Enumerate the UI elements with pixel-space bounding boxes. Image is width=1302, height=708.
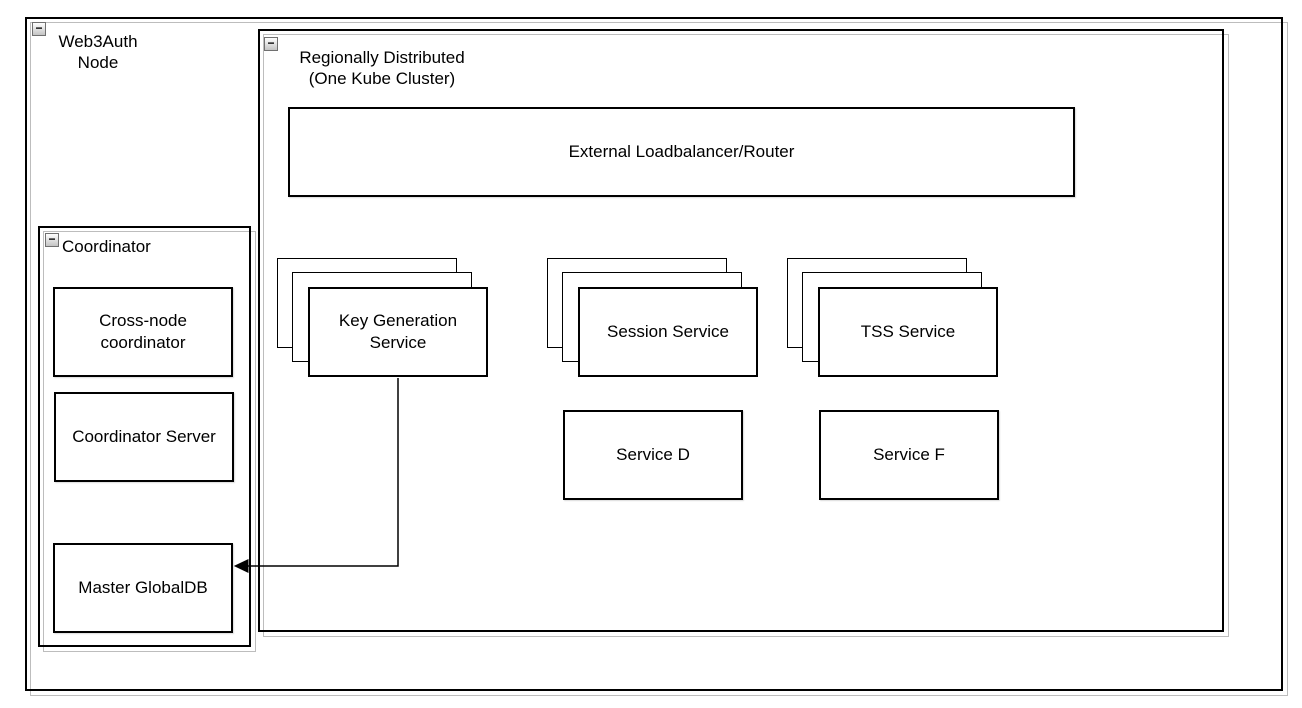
collapse-minus-icon[interactable]: − [32, 22, 46, 36]
node-master-globaldb[interactable]: Master GlobalDB [53, 543, 233, 633]
node-key-generation-service[interactable]: Key Generation Service [308, 287, 488, 377]
node-label-line: Key Generation [338, 311, 458, 330]
node-tss-service-label: TSS Service [860, 322, 956, 341]
collapse-minus-icon[interactable]: − [45, 233, 59, 247]
node-coordinator-server[interactable]: Coordinator Server [54, 392, 234, 482]
stack-key-generation-service: Key Generation Service [277, 258, 489, 378]
node-coordinator-server-label: Coordinator Server [72, 427, 216, 446]
node-session-service-label: Session Service [607, 322, 729, 341]
group-regionally-distributed[interactable] [258, 29, 1224, 632]
node-external-loadbalancer-label: External Loadbalancer/Router [568, 142, 795, 161]
node-label-line: Cross-node [99, 311, 187, 330]
group-label-line: Web3Auth [58, 32, 138, 51]
node-label-line: Service [369, 333, 427, 352]
group-label-line: Regionally Distributed [299, 48, 465, 67]
group-web3auth-node-label: Web3Auth Node [46, 31, 150, 73]
group-label-line: (One Kube Cluster) [308, 69, 456, 88]
group-regionally-distributed-label: Regionally Distributed (One Kube Cluster… [292, 47, 472, 89]
node-master-globaldb-label: Master GlobalDB [78, 578, 208, 597]
node-cross-node-coordinator[interactable]: Cross-node coordinator [53, 287, 233, 377]
stack-tss-service: TSS Service [787, 258, 999, 378]
node-service-d[interactable]: Service D [563, 410, 743, 500]
group-web3auth-node[interactable] [25, 17, 1283, 691]
node-cross-node-coordinator-label: Cross-node coordinator [99, 310, 187, 354]
stack-session-service: Session Service [547, 258, 759, 378]
node-service-d-label: Service D [616, 445, 690, 464]
group-coordinator-label: Coordinator [62, 237, 151, 256]
node-external-loadbalancer[interactable]: External Loadbalancer/Router [288, 107, 1075, 197]
node-session-service[interactable]: Session Service [578, 287, 758, 377]
node-tss-service[interactable]: TSS Service [818, 287, 998, 377]
node-label-line: coordinator [100, 333, 186, 352]
node-service-f-label: Service F [873, 445, 945, 464]
collapse-minus-icon[interactable]: − [264, 37, 278, 51]
group-label-line: Node [77, 53, 119, 72]
node-key-generation-service-label: Key Generation Service [339, 310, 457, 354]
node-service-f[interactable]: Service F [819, 410, 999, 500]
